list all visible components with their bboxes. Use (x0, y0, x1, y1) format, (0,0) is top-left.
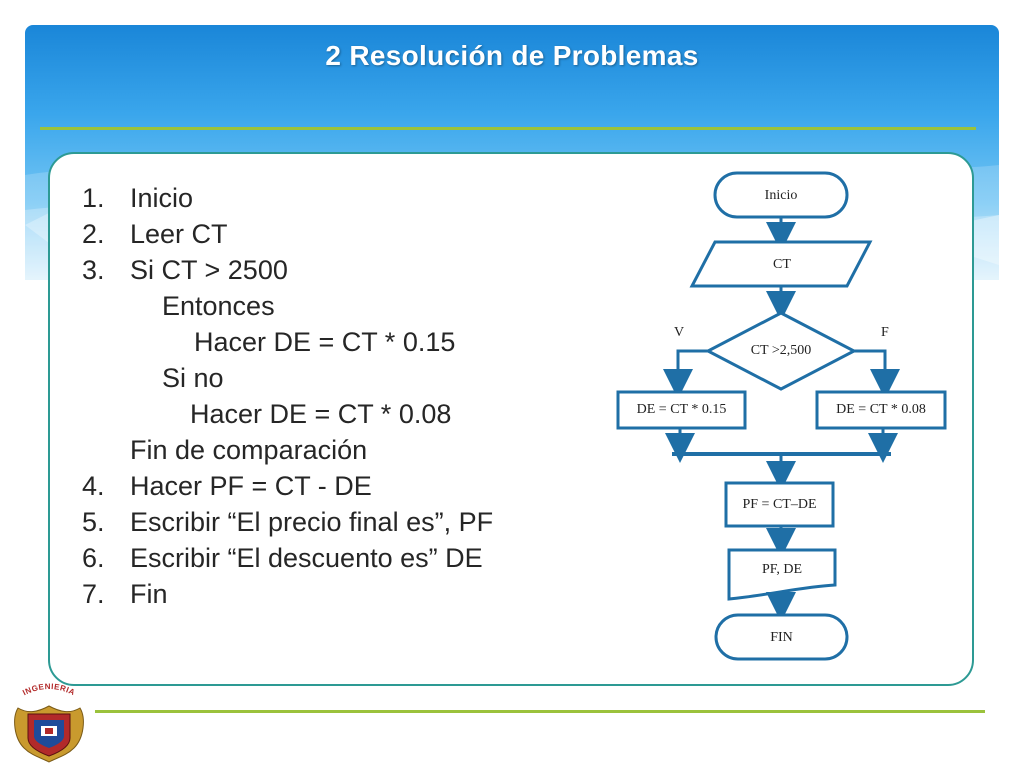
slide-title: 2 Resolución de Problemas (325, 40, 699, 71)
step-text: Fin de comparación (130, 435, 368, 465)
footer-line (95, 710, 985, 713)
end-terminal (714, 613, 849, 661)
faculty-logo: INGENIERIA (14, 682, 84, 763)
flowchart-panel: Inicio CT CT >2,500 V F DE = CT * 0.15 D… (610, 167, 950, 667)
output-label: PF, DE (761, 562, 803, 577)
step-text: Si no (162, 363, 224, 393)
output-document (727, 548, 837, 601)
step-text: Hacer PF = CT - DE (130, 471, 372, 501)
step-number: 2. (82, 219, 105, 249)
decision-label: CT >2,500 (750, 343, 812, 358)
false-process-label: DE = CT * 0.08 (836, 402, 926, 417)
false-process-box (815, 390, 947, 430)
input-label: CT (773, 257, 791, 272)
title-underline (40, 127, 976, 130)
input-parallelogram (689, 240, 873, 288)
step-text: Escribir “El descuento es” DE (130, 543, 483, 573)
step-number: 1. (82, 183, 105, 213)
logo-text: INGENIERIA (21, 682, 76, 697)
svg-text:INGENIERIA: INGENIERIA (21, 682, 77, 697)
step-text: Escribir “El precio final es”, PF (130, 507, 494, 537)
step-number: 4. (82, 471, 105, 501)
step-text: Si CT > 2500 (130, 255, 288, 285)
step-number: 6. (82, 543, 105, 573)
true-process-box (616, 390, 747, 430)
algorithm-steps-panel: 1. Inicio 2. Leer CT 3. Si CT > 2500 Ent… (68, 175, 543, 615)
true-label: V (674, 325, 685, 340)
decision-diamond (704, 311, 858, 391)
true-process-label: DE = CT * 0.15 (636, 402, 727, 417)
step-text: Inicio (130, 183, 194, 213)
step-text: Entonces (162, 291, 275, 321)
step-number: 7. (82, 579, 105, 609)
step-text: Hacer DE = CT * 0.15 (194, 327, 456, 357)
step-text: Fin (130, 579, 168, 609)
step-number: 5. (82, 507, 105, 537)
compute-label: PF = CT–DE (742, 497, 817, 512)
flowchart-diagram (616, 171, 947, 661)
end-label: FIN (770, 630, 793, 645)
false-label: F (881, 325, 889, 340)
step-text: Hacer DE = CT * 0.08 (190, 399, 452, 429)
start-label: Inicio (764, 188, 798, 203)
false-branch-arrow (854, 349, 900, 399)
step-number: 3. (82, 255, 105, 285)
true-branch-arrow (663, 349, 708, 399)
step-text: Leer CT (130, 219, 228, 249)
